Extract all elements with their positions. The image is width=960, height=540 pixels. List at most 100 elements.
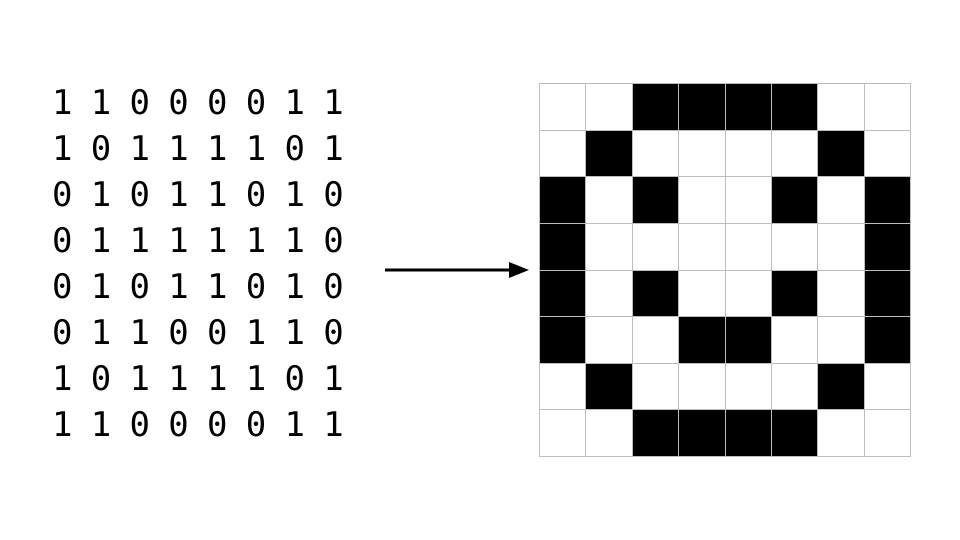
- matrix-digit: 1: [207, 359, 228, 399]
- matrix-digit: 0: [129, 175, 150, 215]
- matrix-digit: 1: [90, 221, 112, 261]
- pixel-cell: [818, 317, 865, 364]
- pixel-cell: [771, 363, 819, 411]
- matrix-digit: 1: [245, 359, 267, 399]
- pixel-cell: [679, 270, 726, 318]
- matrix-digit: 0: [168, 313, 189, 353]
- pixel-cell: [586, 317, 633, 364]
- matrix-digit: 1: [284, 83, 305, 123]
- matrix-digit: 1: [284, 405, 305, 445]
- matrix-digit: 1: [52, 129, 73, 169]
- pixel-cell: [586, 223, 633, 271]
- matrix-digit: 0: [284, 359, 305, 399]
- matrix-digit: 1: [323, 83, 344, 123]
- matrix-digit: 0: [245, 83, 267, 123]
- pixel-cell: [632, 363, 680, 411]
- pixel-cell: [679, 317, 726, 364]
- pixel-cell: [632, 223, 680, 271]
- pixel-cell: [586, 84, 633, 131]
- matrix-digit: 1: [129, 313, 150, 353]
- pixel-cell: [586, 130, 633, 178]
- matrix-digit: 1: [52, 83, 73, 123]
- matrix-digit: 0: [323, 267, 344, 307]
- pixel-cell: [632, 410, 680, 457]
- pixel-cell: [632, 270, 680, 318]
- matrix-digit: 1: [52, 359, 73, 399]
- pixel-cell: [864, 270, 911, 318]
- matrix-digit: 1: [323, 359, 344, 399]
- pixel-cell: [818, 223, 865, 271]
- pixel-cell: [818, 177, 865, 224]
- pixel-cell: [818, 270, 865, 318]
- pixel-cell: [679, 177, 726, 224]
- pixel-cell: [725, 317, 772, 364]
- pixel-cell: [771, 130, 819, 178]
- pixel-cell: [818, 84, 865, 131]
- pixel-cell: [725, 130, 772, 178]
- pixel-cell: [679, 223, 726, 271]
- matrix-digit: 1: [52, 405, 73, 445]
- matrix-digit: 0: [323, 221, 344, 261]
- matrix-digit: 0: [52, 267, 73, 307]
- matrix-digit: 0: [323, 313, 344, 353]
- matrix-digit: 1: [90, 175, 112, 215]
- pixel-cell: [864, 363, 911, 411]
- matrix-digit: 0: [323, 175, 344, 215]
- matrix-digit: 1: [168, 359, 189, 399]
- pixel-cell: [586, 410, 633, 457]
- pixel-cell: [771, 84, 819, 131]
- matrix-digit: 0: [168, 83, 189, 123]
- matrix-digit: 1: [90, 83, 112, 123]
- matrix-digit: 0: [245, 405, 267, 445]
- pixel-cell: [818, 130, 865, 178]
- matrix-digit: 0: [129, 405, 150, 445]
- pixel-cell: [725, 223, 772, 271]
- pixel-cell: [818, 363, 865, 411]
- matrix-digit: 1: [245, 313, 267, 353]
- matrix-digit: 1: [168, 221, 189, 261]
- pixel-cell: [679, 410, 726, 457]
- right-arrow-icon: [385, 262, 529, 278]
- pixel-cell: [586, 177, 633, 224]
- pixel-grid: [539, 83, 911, 457]
- pixel-cell: [771, 223, 819, 271]
- matrix-digit: 1: [323, 129, 344, 169]
- matrix-digit: 0: [207, 313, 228, 353]
- pixel-cell: [771, 410, 819, 457]
- matrix-digit: 1: [284, 267, 305, 307]
- pixel-cell: [725, 84, 772, 131]
- matrix-digit: 1: [168, 175, 189, 215]
- pixel-cell: [586, 270, 633, 318]
- pixel-cell: [540, 363, 587, 411]
- matrix-digit: 1: [323, 405, 344, 445]
- pixel-cell: [725, 410, 772, 457]
- matrix-digit: 1: [284, 175, 305, 215]
- pixel-cell: [771, 270, 819, 318]
- pixel-cell: [540, 410, 587, 457]
- pixel-cell: [679, 130, 726, 178]
- matrix-digit: 0: [129, 267, 150, 307]
- pixel-cell: [540, 317, 587, 364]
- matrix-digit: 0: [245, 267, 267, 307]
- pixel-cell: [586, 363, 633, 411]
- pixel-cell: [864, 130, 911, 178]
- pixel-cell: [818, 410, 865, 457]
- matrix-digit: 0: [129, 83, 150, 123]
- pixel-cell: [725, 177, 772, 224]
- matrix-digit: 1: [245, 221, 267, 261]
- matrix-digit: 0: [52, 175, 73, 215]
- matrix-digit: 1: [284, 313, 305, 353]
- pixel-cell: [864, 223, 911, 271]
- matrix-digit: 0: [52, 221, 73, 261]
- pixel-cell: [725, 270, 772, 318]
- pixel-cell: [679, 363, 726, 411]
- matrix-digit: 0: [168, 405, 189, 445]
